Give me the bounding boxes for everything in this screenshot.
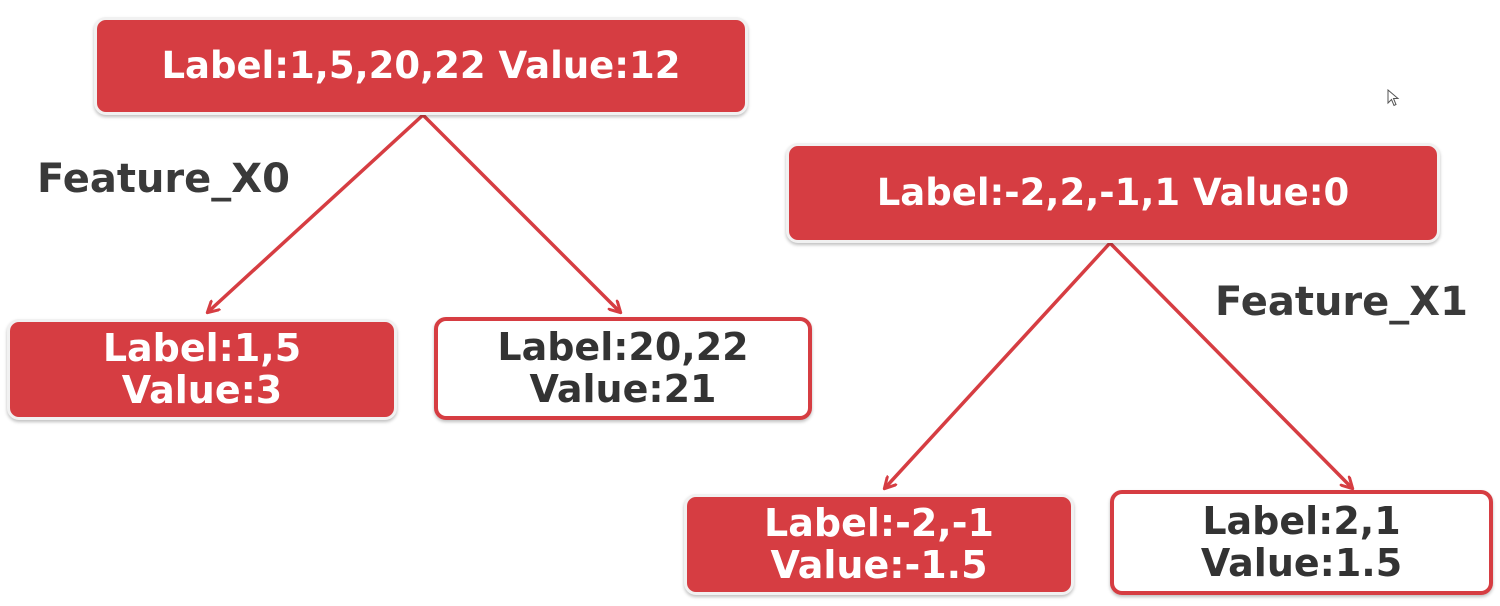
edge-root2-left [885,241,1112,488]
mouse-pointer-icon [1387,89,1400,107]
tree2-right-leaf-value: Value:1.5 [1200,540,1403,585]
tree1-right-leaf-label: Label:20,22 [497,325,749,370]
tree1-left-leaf-label: Label:1,5 [102,326,302,371]
tree2-root-node: Label:-2,2,-1,1 Value:0 [786,143,1440,243]
tree1-left-leaf-node: Label:1,5 Value:3 [7,319,397,420]
edge-root2-right [1108,241,1352,488]
edge-root1-left [208,113,425,312]
tree2-left-leaf-label: Label:-2,-1 [764,501,994,546]
tree1-root-text: Label:1,5,20,22 Value:12 [161,44,681,88]
tree2-left-leaf-value: Value:-1.5 [770,542,988,587]
tree2-right-leaf-label: Label:2,1 [1202,499,1401,544]
tree1-left-leaf-value: Value:3 [121,367,283,412]
tree1-right-leaf-node: Label:20,22 Value:21 [434,317,812,420]
tree2-right-leaf-node: Label:2,1 Value:1.5 [1110,490,1493,595]
tree1-split-feature-label: Feature_X0 [37,156,290,202]
edge-root1-right [421,113,620,312]
tree2-left-leaf-node: Label:-2,-1 Value:-1.5 [684,494,1074,595]
tree2-root-text: Label:-2,2,-1,1 Value:0 [876,171,1350,215]
tree1-right-leaf-value: Value:21 [529,366,717,411]
tree1-root-node: Label:1,5,20,22 Value:12 [94,17,748,115]
tree2-split-feature-label: Feature_X1 [1215,279,1468,325]
